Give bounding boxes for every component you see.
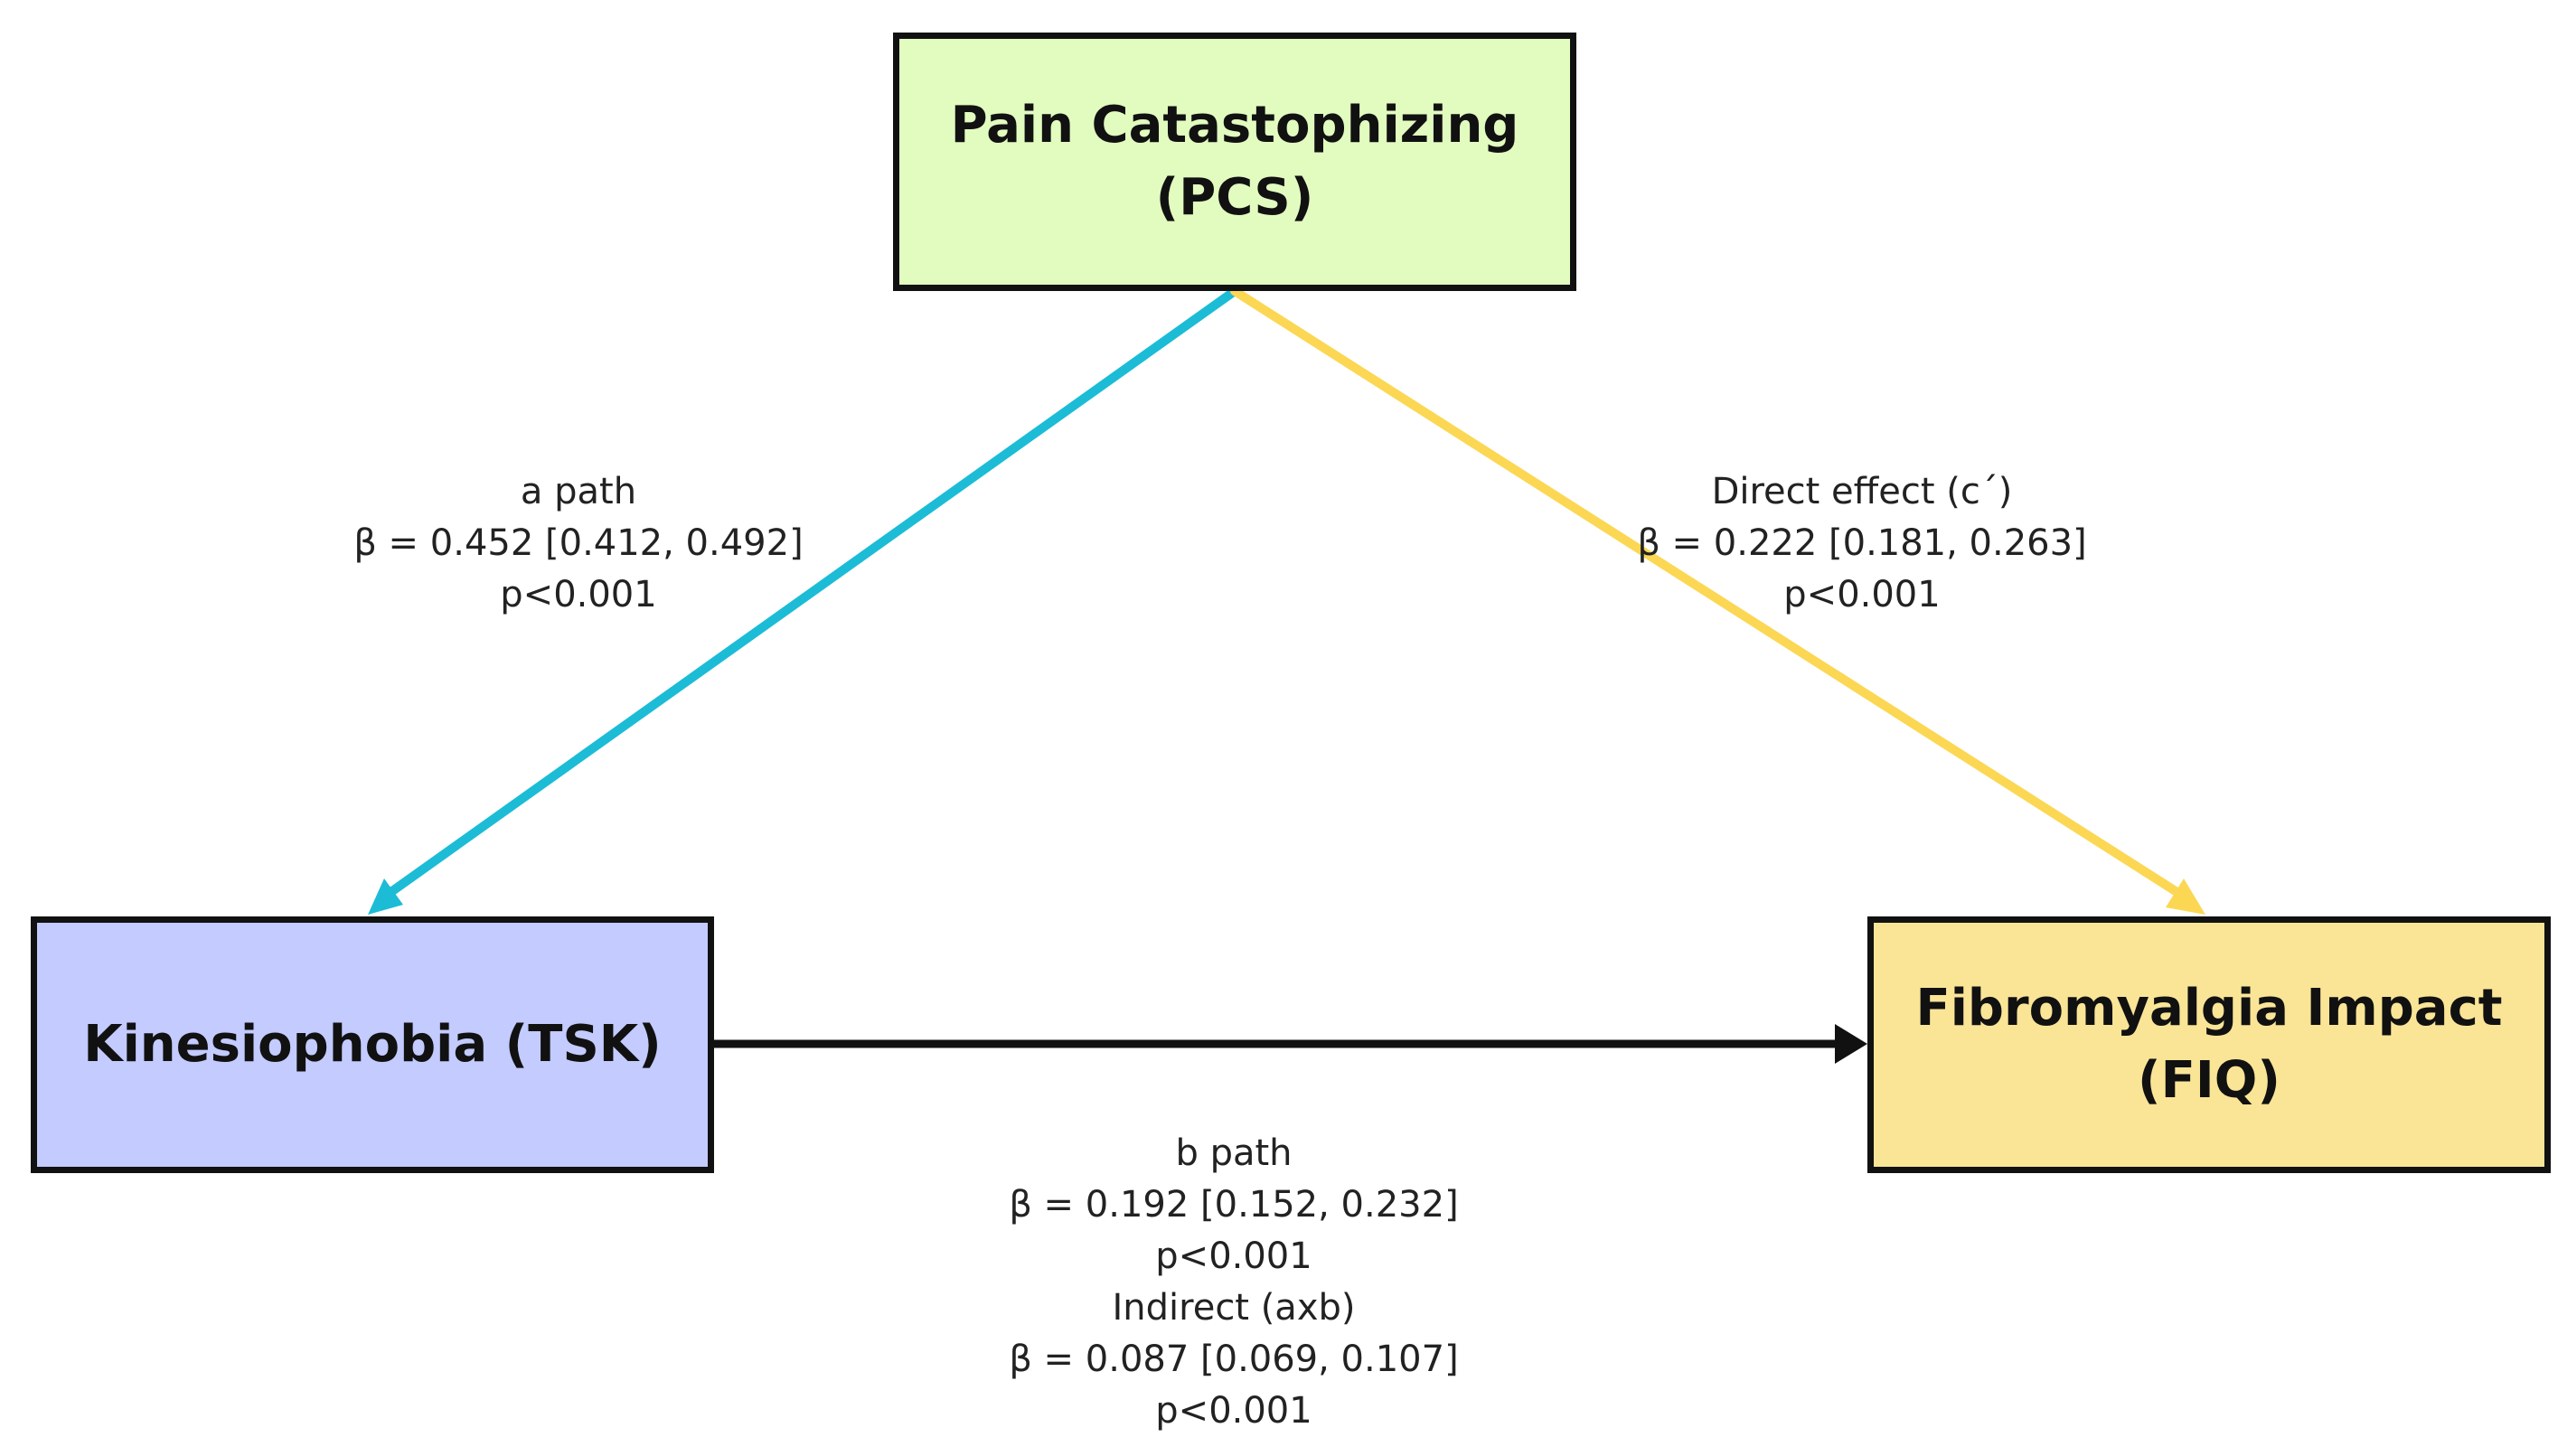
pcs-label-line2: (PCS) — [1155, 168, 1314, 227]
direct-effect-arrowhead — [2166, 878, 2205, 915]
a-path-arrowhead — [368, 878, 403, 915]
pain-catastrophizing-box: Pain Catastophizing (PCS) — [893, 33, 1576, 291]
tsk-label: Kinesiophobia (TSK) — [83, 1015, 662, 1074]
b-path-beta: β = 0.192 [0.152, 0.232] — [1009, 1184, 1459, 1226]
a-path-beta: β = 0.452 [0.412, 0.492] — [353, 522, 804, 564]
direct-effect-p-value: p<0.001 — [1783, 574, 1941, 615]
a-path-arrow — [388, 287, 1239, 896]
kinesiophobia-box: Kinesiophobia (TSK) — [31, 916, 714, 1173]
indirect-effect-beta: β = 0.087 [0.069, 0.107] — [1009, 1339, 1459, 1380]
b-path-arrowhead — [1835, 1024, 1867, 1064]
a-path-p-value: p<0.001 — [500, 574, 657, 615]
direct-effect-name: Direct effect (c´) — [1711, 471, 2013, 512]
fiq-label-line2: (FIQ) — [2138, 1051, 2280, 1110]
direct-effect-beta: β = 0.222 [0.181, 0.263] — [1637, 522, 2087, 564]
b-path-name: b path — [1175, 1132, 1293, 1174]
a-path-name: a path — [520, 471, 637, 512]
fibromyalgia-impact-box: Fibromyalgia Impact (FIQ) — [1867, 916, 2551, 1173]
indirect-effect-name: Indirect (axb) — [1112, 1287, 1356, 1329]
b-path-label: b path β = 0.192 [0.152, 0.232] p<0.001 … — [963, 1128, 1505, 1437]
direct-effect-arrow — [1230, 287, 2183, 897]
pcs-label-line1: Pain Catastophizing — [950, 96, 1519, 155]
fiq-label-line1: Fibromyalgia Impact — [1915, 979, 2503, 1038]
b-path-p-value: p<0.001 — [1155, 1235, 1312, 1277]
a-path-label: a path β = 0.452 [0.412, 0.492] p<0.001 — [307, 466, 850, 621]
direct-effect-label: Direct effect (c´) β = 0.222 [0.181, 0.2… — [1591, 466, 2133, 621]
indirect-effect-p-value: p<0.001 — [1155, 1390, 1312, 1432]
